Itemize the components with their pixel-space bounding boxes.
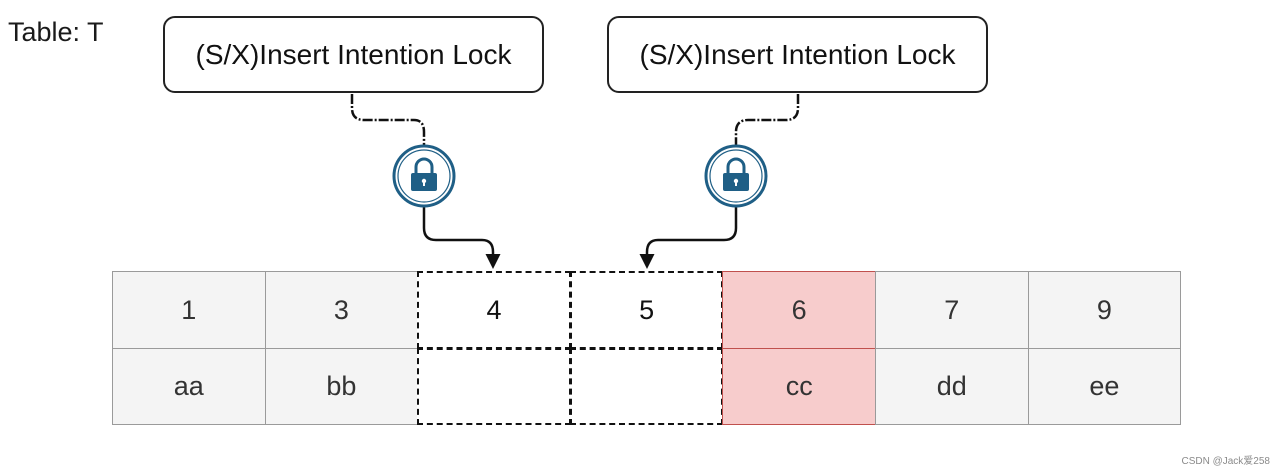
connector-left-lower xyxy=(422,205,501,269)
insert-intention-lock-box-left: (S/X)Insert Intention Lock xyxy=(163,16,544,93)
watermark: CSDN @Jack爱258 xyxy=(1181,456,1270,467)
value-cell-7: dd xyxy=(875,348,1029,425)
key-cell-7: 7 xyxy=(875,271,1029,349)
insert-intention-lock-box-right: (S/X)Insert Intention Lock xyxy=(607,16,988,93)
connector-left-upper xyxy=(350,94,426,146)
value-cell-5 xyxy=(569,348,724,425)
key-cell-3: 3 xyxy=(264,271,419,349)
table-title: Table: T xyxy=(8,17,104,47)
value-cell-9: ee xyxy=(1027,348,1182,425)
key-cell-1: 1 xyxy=(112,271,266,349)
value-cell-4 xyxy=(417,348,571,425)
key-cell-6: 6 xyxy=(722,271,876,349)
value-cell-3: bb xyxy=(264,348,419,425)
key-cell-9: 9 xyxy=(1027,271,1182,349)
connector-right-upper xyxy=(734,94,800,146)
key-cell-4: 4 xyxy=(417,271,571,349)
connector-right-lower xyxy=(639,205,738,269)
value-cell-1: aa xyxy=(112,348,266,425)
padlock-icon xyxy=(704,144,768,208)
value-cell-6: cc xyxy=(722,348,876,425)
key-cell-5: 5 xyxy=(569,271,724,349)
padlock-icon xyxy=(392,144,456,208)
